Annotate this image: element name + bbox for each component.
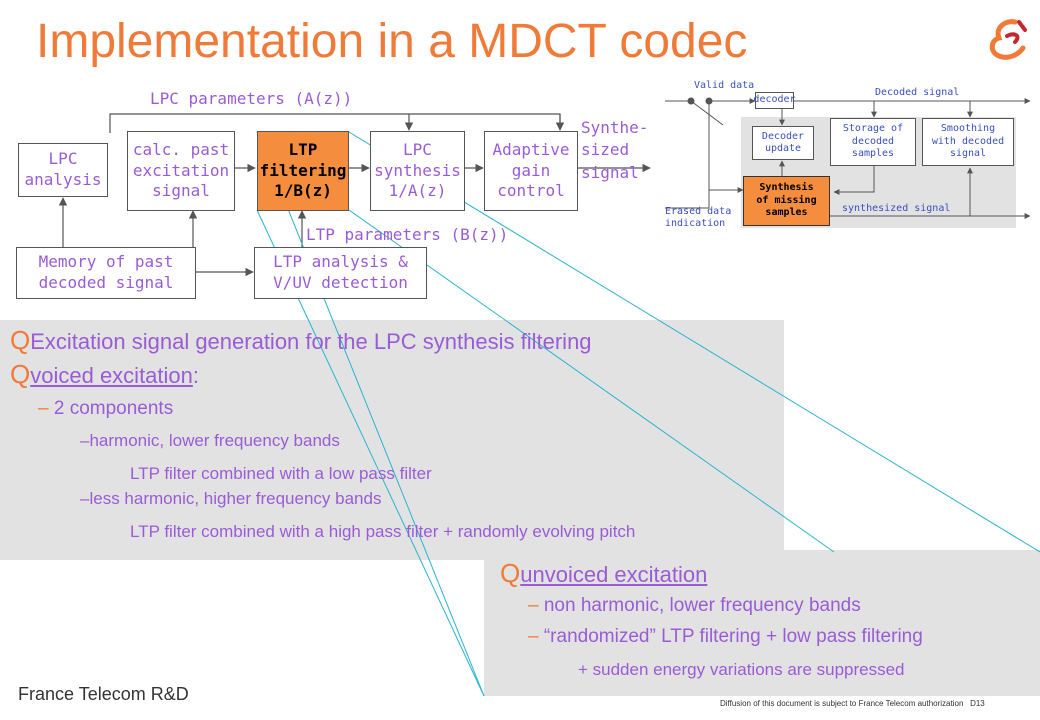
memory-of-past-signal-label: Memory of past decoded signal bbox=[38, 252, 174, 292]
calc-past-excitation-block: calc. past excitation signal bbox=[127, 131, 235, 211]
sub-two-components: – 2 components bbox=[38, 398, 173, 420]
france-telecom-logo-icon bbox=[989, 19, 1027, 60]
dash-icon: – bbox=[38, 398, 49, 419]
ltp-filtering-label: LTP filtering 1/B(z) bbox=[259, 139, 347, 201]
synthesis-missing-block: Synthesis of missing samples bbox=[743, 176, 830, 226]
harmonic-text: harmonic, lower frequency bands bbox=[89, 431, 340, 450]
ltp-analysis-block: LTP analysis & V/UV detection bbox=[254, 247, 427, 299]
sub-less-harmonic: –less harmonic, higher frequency bands bbox=[80, 489, 381, 509]
lpc-synthesis-block: LPC synthesis 1/A(z) bbox=[370, 131, 465, 211]
lpc-parameters-label: LPC parameters (A(z)) bbox=[150, 89, 353, 108]
ltp-analysis-label: LTP analysis & V/UV detection bbox=[273, 252, 408, 292]
memory-of-past-signal-block: Memory of past decoded signal bbox=[16, 247, 196, 299]
dash-icon: – bbox=[80, 489, 90, 508]
harmonic-detail: LTP filter combined with a low pass filt… bbox=[130, 464, 432, 483]
bullet-excitation-text: Excitation signal generation for the LPC… bbox=[30, 329, 592, 354]
footer-notice: Diffusion of this document is subject to… bbox=[720, 699, 985, 708]
bullet-voiced-excitation: Qvoiced excitation: bbox=[10, 359, 199, 390]
lpc-synthesis-label: LPC synthesis 1/A(z) bbox=[374, 139, 461, 201]
sub-randomized: – “randomized” LTP filtering + low pass … bbox=[528, 626, 923, 648]
dash-icon: – bbox=[528, 626, 539, 647]
decoder-update-block: Decoder update bbox=[752, 126, 814, 160]
unvoiced-excitation-panel bbox=[484, 550, 1040, 696]
synthesis-missing-label: Synthesis of missing samples bbox=[756, 182, 817, 219]
less-harmonic-detail: LTP filter combined with a high pass fil… bbox=[130, 522, 636, 541]
less-harmonic-text: less harmonic, higher frequency bands bbox=[89, 489, 382, 508]
randomized-text: “randomized” LTP filtering + low pass fi… bbox=[543, 626, 923, 647]
valid-data-label: Valid data bbox=[694, 80, 755, 91]
calc-past-excitation-label: calc. past excitation signal bbox=[132, 139, 230, 201]
bullet-excitation-generation: QExcitation signal generation for the LP… bbox=[10, 325, 592, 356]
q-bullet-icon: Q bbox=[10, 359, 31, 389]
unvoiced-excitation-text: unvoiced excitation bbox=[520, 562, 708, 587]
smoothing-block: Smoothing with decoded signal bbox=[922, 118, 1014, 166]
voiced-excitation-text: voiced excitation bbox=[30, 363, 193, 388]
adaptive-gain-control-block: Adaptive gain control bbox=[484, 131, 578, 211]
smoothing-label: Smoothing with decoded signal bbox=[931, 123, 1005, 160]
storage-block: Storage of decoded samples bbox=[830, 118, 916, 166]
ltp-filtering-block: LTP filtering 1/B(z) bbox=[257, 131, 349, 211]
footer-org: France Telecom R&D bbox=[18, 684, 189, 704]
lpc-analysis-label: LPC analysis bbox=[24, 149, 102, 189]
footer-page: D13 bbox=[970, 699, 985, 708]
two-components-text: 2 components bbox=[53, 398, 174, 419]
q-bullet-icon: Q bbox=[10, 325, 31, 355]
sudden-energy-text: + sudden energy variations are suppresse… bbox=[578, 660, 905, 679]
decoder-label: decoder bbox=[753, 94, 796, 106]
decoded-signal-label: Decoded signal bbox=[875, 87, 960, 98]
voiced-colon: : bbox=[192, 363, 200, 388]
dash-icon: – bbox=[80, 431, 90, 450]
q-bullet-icon: Q bbox=[500, 558, 521, 588]
storage-label: Storage of decoded samples bbox=[842, 123, 904, 160]
decoder-update-label: Decoder update bbox=[761, 130, 805, 155]
page-title: Implementation in a MDCT codec bbox=[36, 15, 748, 68]
synthesized-signal-small-label: synthesized signal bbox=[842, 203, 951, 214]
voiced-excitation-panel bbox=[0, 320, 784, 560]
ltp-parameters-label: LTP parameters (B(z)) bbox=[306, 225, 509, 244]
bullet-unvoiced-excitation: Qunvoiced excitation bbox=[500, 558, 707, 589]
adaptive-gain-control-label: Adaptive gain control bbox=[492, 139, 570, 201]
lpc-analysis-block: LPC analysis bbox=[18, 143, 108, 197]
non-harmonic-text: non harmonic, lower frequency bands bbox=[543, 595, 861, 616]
synthesized-signal-label: Synthe- sized signal bbox=[581, 118, 649, 182]
footer-notice-text: Diffusion of this document is subject to… bbox=[720, 699, 964, 708]
erased-data-label: Erased data indication bbox=[665, 206, 732, 229]
dash-icon: – bbox=[528, 595, 539, 616]
sub-harmonic: –harmonic, lower frequency bands bbox=[80, 431, 340, 451]
sub-non-harmonic: – non harmonic, lower frequency bands bbox=[528, 595, 861, 617]
decoder-block: decoder bbox=[753, 92, 796, 109]
